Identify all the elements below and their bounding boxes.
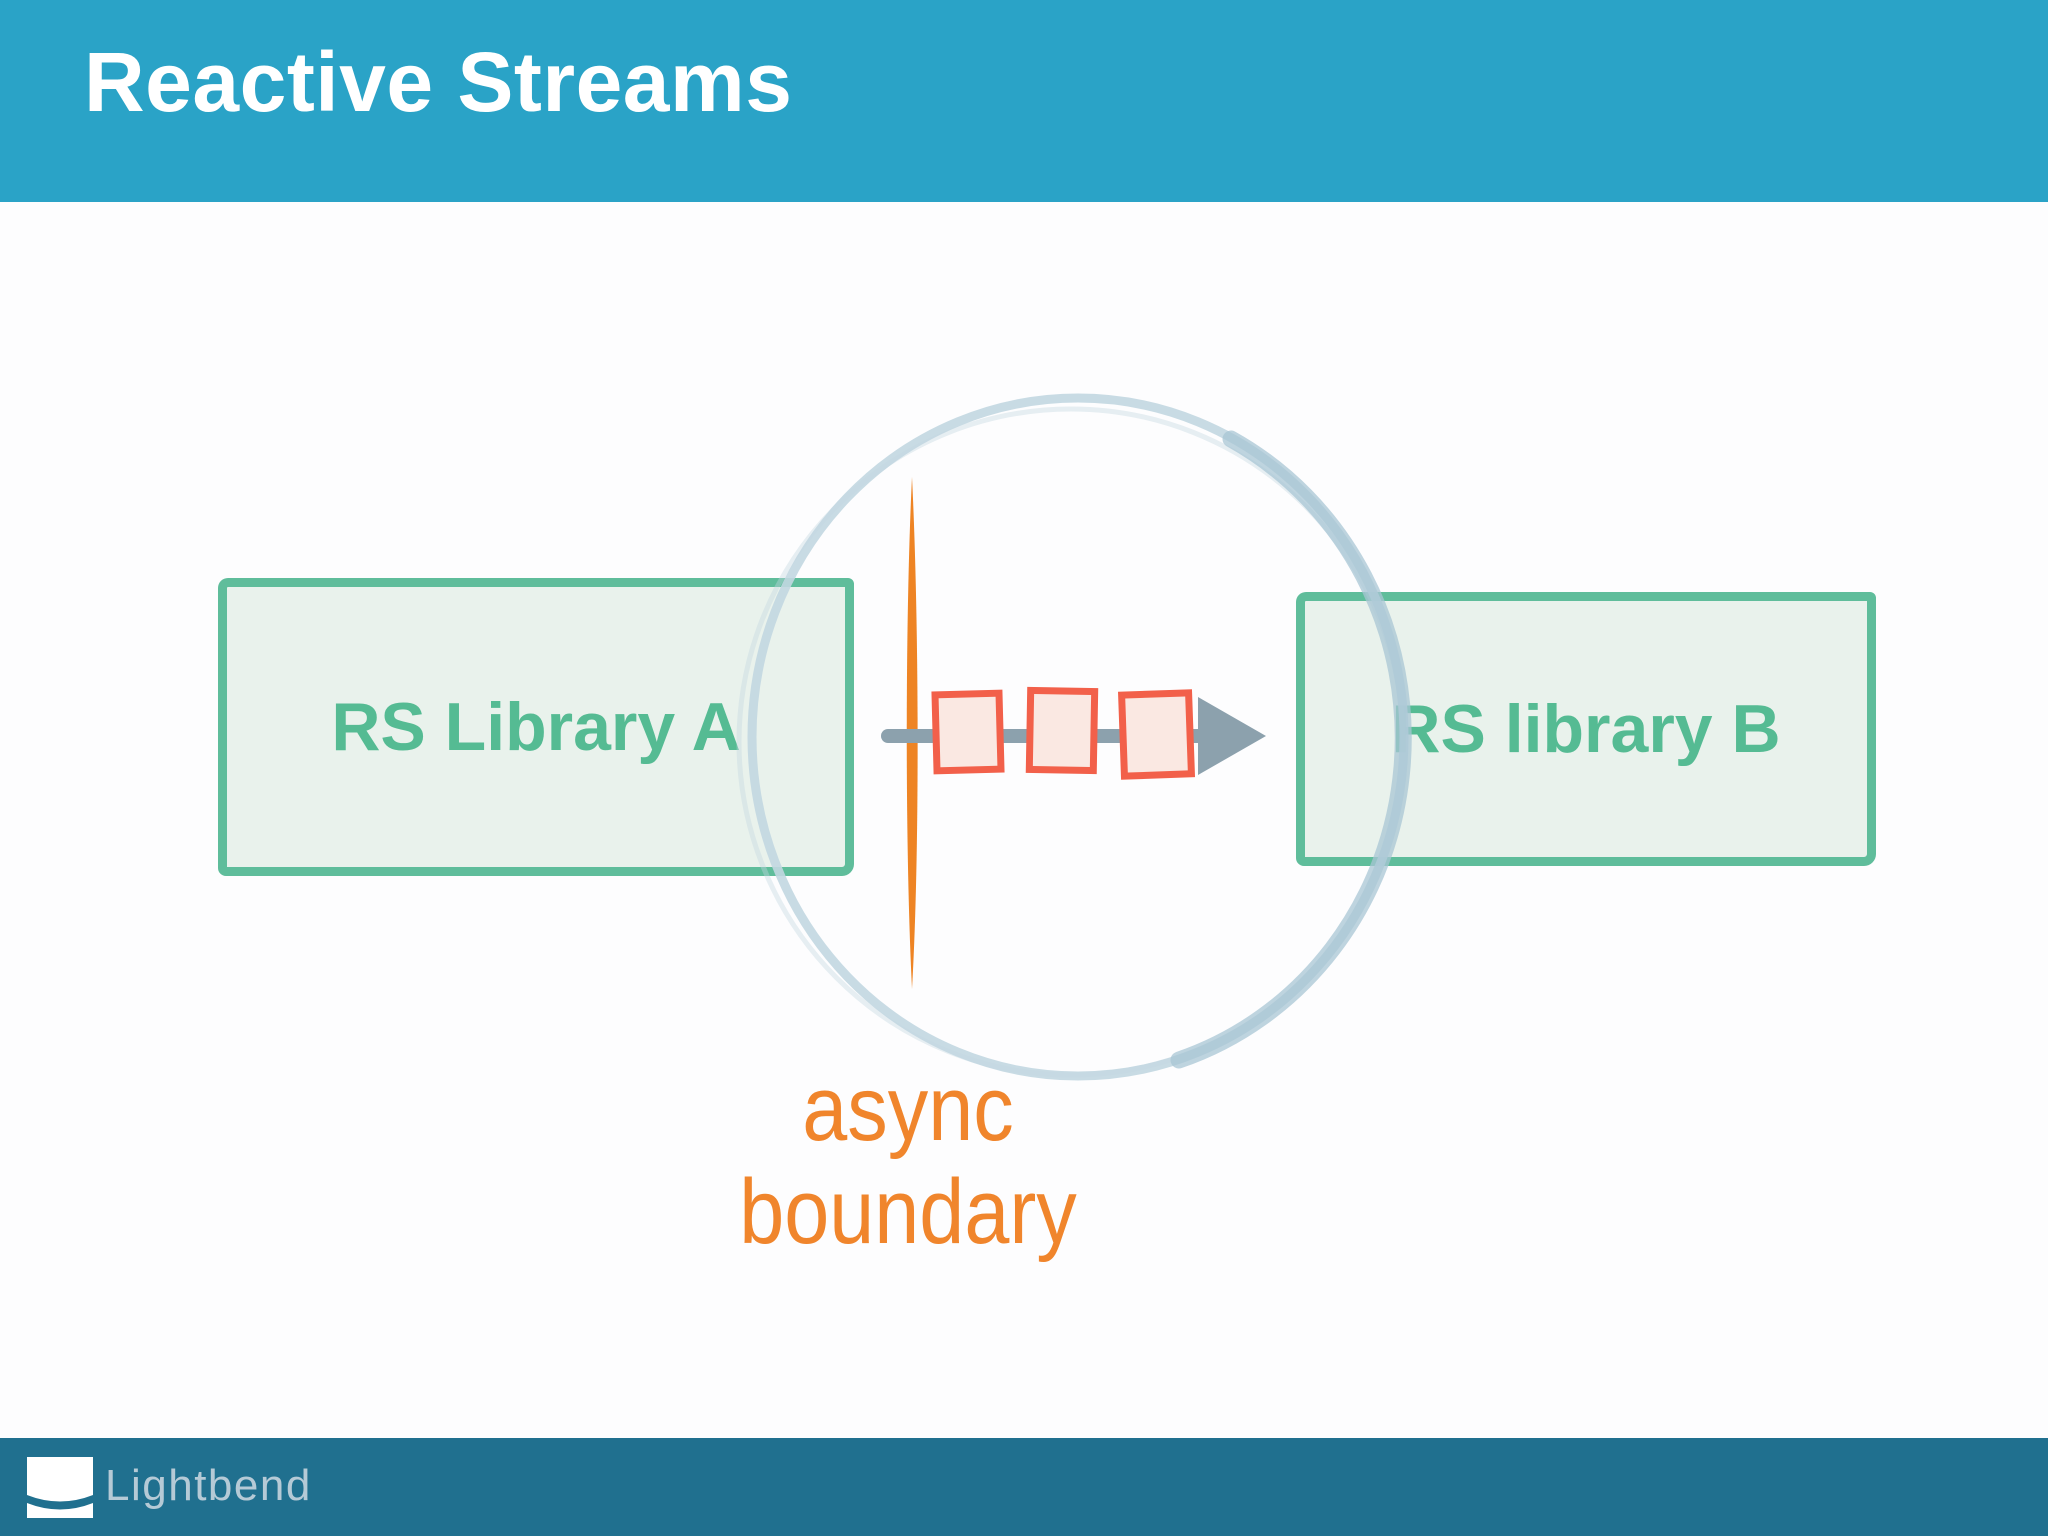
async-boundary-label-line1: async bbox=[802, 1058, 1014, 1160]
lightbend-logo-icon bbox=[27, 1456, 93, 1518]
rs-library-b-box: RS library B bbox=[1296, 592, 1876, 866]
rs-library-b-label: RS library B bbox=[1391, 691, 1781, 767]
stream-element-icons bbox=[931, 686, 1196, 780]
stream-element-3-icon bbox=[1118, 689, 1196, 780]
slide-footer: Lightbend bbox=[0, 1438, 2048, 1536]
async-boundary-label: async boundary bbox=[644, 1058, 1172, 1264]
slide-header: Reactive Streams bbox=[0, 0, 2048, 202]
stream-element-1-icon bbox=[931, 689, 1005, 775]
async-boundary-label-line2: boundary bbox=[739, 1161, 1077, 1264]
stream-element-2-icon bbox=[1025, 686, 1099, 775]
rs-library-a-box: RS Library A bbox=[218, 578, 854, 876]
async-boundary-line-icon bbox=[906, 477, 918, 989]
slide-title: Reactive Streams bbox=[84, 35, 793, 129]
stream-flow-arrow-icon bbox=[881, 697, 1266, 775]
lightbend-logo-text: Lightbend bbox=[105, 1461, 312, 1510]
rs-library-a-label: RS Library A bbox=[331, 689, 741, 765]
